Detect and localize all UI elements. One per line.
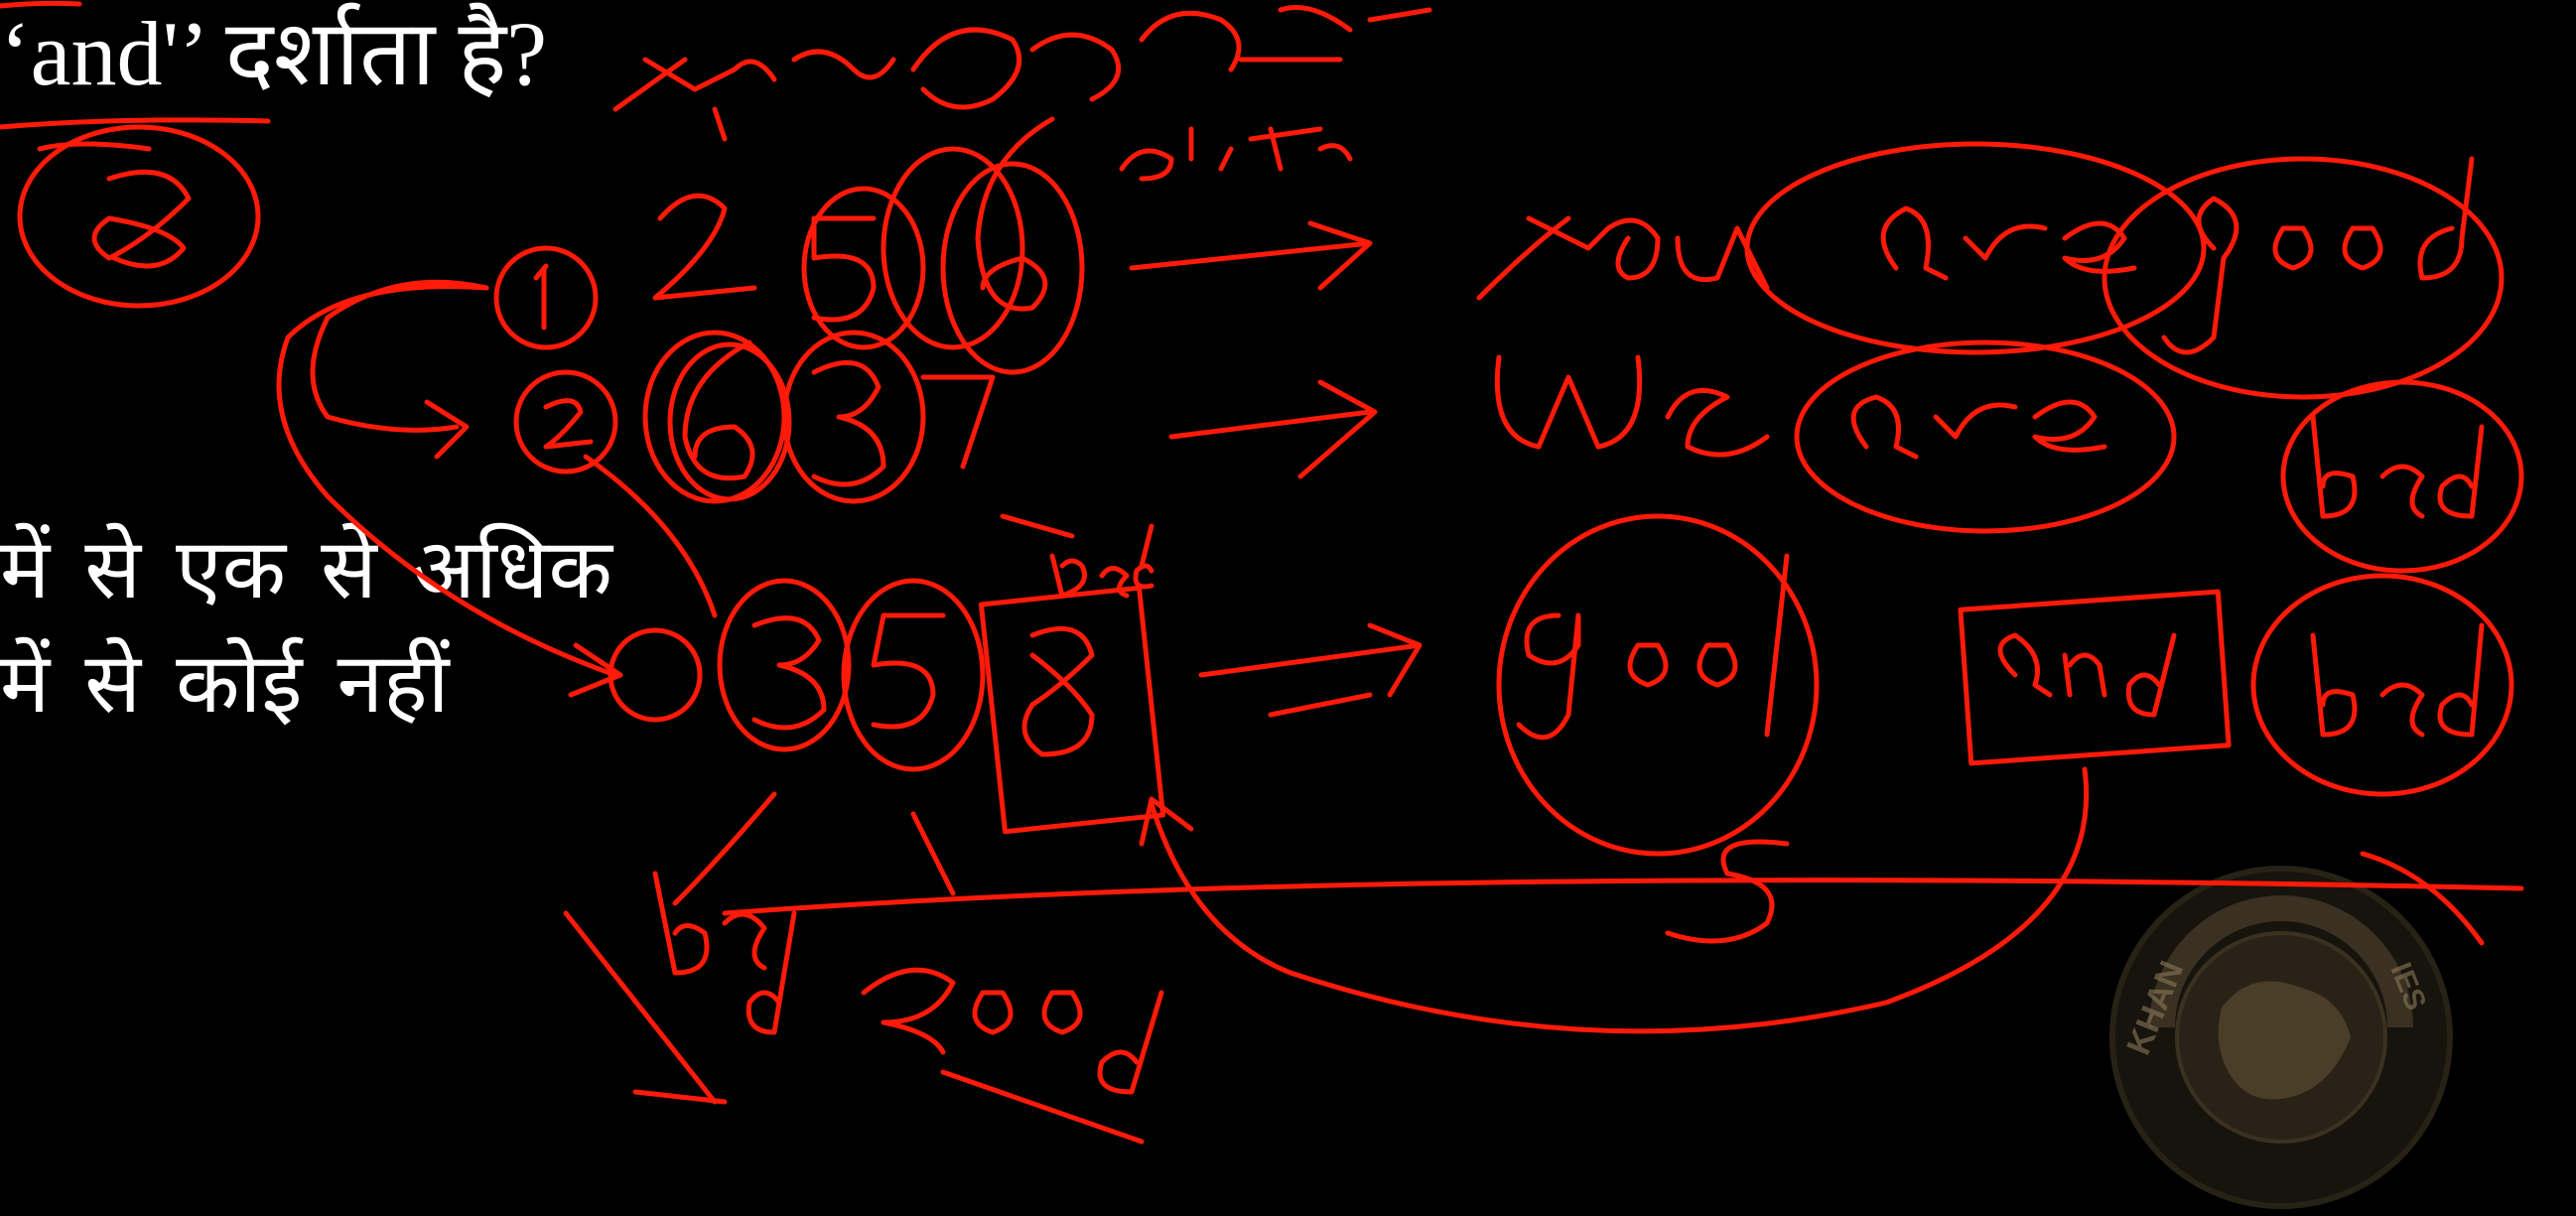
digit-5: [811, 215, 877, 323]
tick-2: [712, 106, 728, 142]
circle-dot-row3: [608, 627, 703, 723]
option-c-text: में से एक से अधिक: [0, 524, 612, 616]
circle-6b: [940, 161, 1085, 375]
arrow-row2: [1168, 379, 1378, 479]
circle-bad-2: [2280, 379, 2524, 574]
digit-7-row2: [920, 374, 996, 470]
digit-2: [652, 193, 757, 301]
circle-are-1: [1744, 141, 2207, 355]
digit-8-row3: [1021, 625, 1095, 757]
circle-3-row3: [717, 578, 852, 752]
question-text: ‘and'’ दर्शाता है?: [0, 3, 548, 104]
loop-arrow-outer: [276, 284, 623, 698]
ink-annotations: [0, 0, 2524, 1145]
digit-6-row2: [682, 339, 755, 481]
digit-3-row3: [751, 615, 827, 731]
circle-5-row3: [841, 578, 986, 772]
answer-circle: [17, 124, 261, 309]
arrow-row1: [1129, 220, 1373, 291]
digit-3-row2: [811, 359, 886, 487]
curve-arrow-and-to-8: [1139, 766, 2090, 1034]
word-bad-bottom: [652, 871, 797, 1035]
digit-6: [975, 116, 1055, 312]
loop-arrow-mid: [583, 454, 718, 618]
word-are-2: [1850, 394, 2107, 460]
digit-8-stroke: [91, 169, 192, 269]
arrow-row3: [1198, 622, 1423, 718]
circle-bad-3: [2250, 573, 2514, 797]
box-8: [978, 585, 1166, 835]
circle-6a: [881, 146, 1025, 350]
hindi-note: [1119, 126, 1353, 182]
underline-stroke: [0, 117, 271, 130]
circle-1: [493, 245, 599, 350]
box-and: [1958, 589, 2232, 766]
circle-are-2: [1794, 339, 2177, 534]
word-good-bottom: [861, 967, 1164, 1095]
long-line: [722, 878, 2524, 916]
circle-good-1: [2101, 156, 2505, 400]
word-and: [1997, 632, 2177, 718]
circle-5: [801, 186, 926, 350]
circle-good-3: [1496, 513, 1820, 857]
curve-small-s: [1665, 839, 1790, 944]
word-good-1: [2161, 156, 2475, 355]
circle-6-row2b: [667, 341, 792, 502]
word-we: [1494, 354, 1770, 458]
whiteboard-canvas: ‘and'’ दर्शाता है? में से एक से अधिक में…: [0, 0, 2524, 1209]
circle-3-row2: [781, 330, 926, 504]
word-bad-3: [2310, 622, 2485, 738]
digit-5-row3: [871, 612, 946, 730]
circle-2: [513, 369, 618, 474]
loop-arrow-upper: [310, 279, 489, 460]
top-scribble: [612, 5, 1432, 112]
word-good-3: [1516, 553, 1790, 741]
bad-label: [1049, 523, 1154, 599]
watermark-logo: KHAN IES: [2109, 866, 2453, 1209]
word-are-1: [1880, 205, 2137, 281]
word-you: [1476, 215, 1770, 301]
word-bad-2: [2310, 414, 2485, 519]
underline-stroke-2: [0, 0, 82, 9]
option-d-text: में से कोई नहीं: [0, 638, 450, 731]
